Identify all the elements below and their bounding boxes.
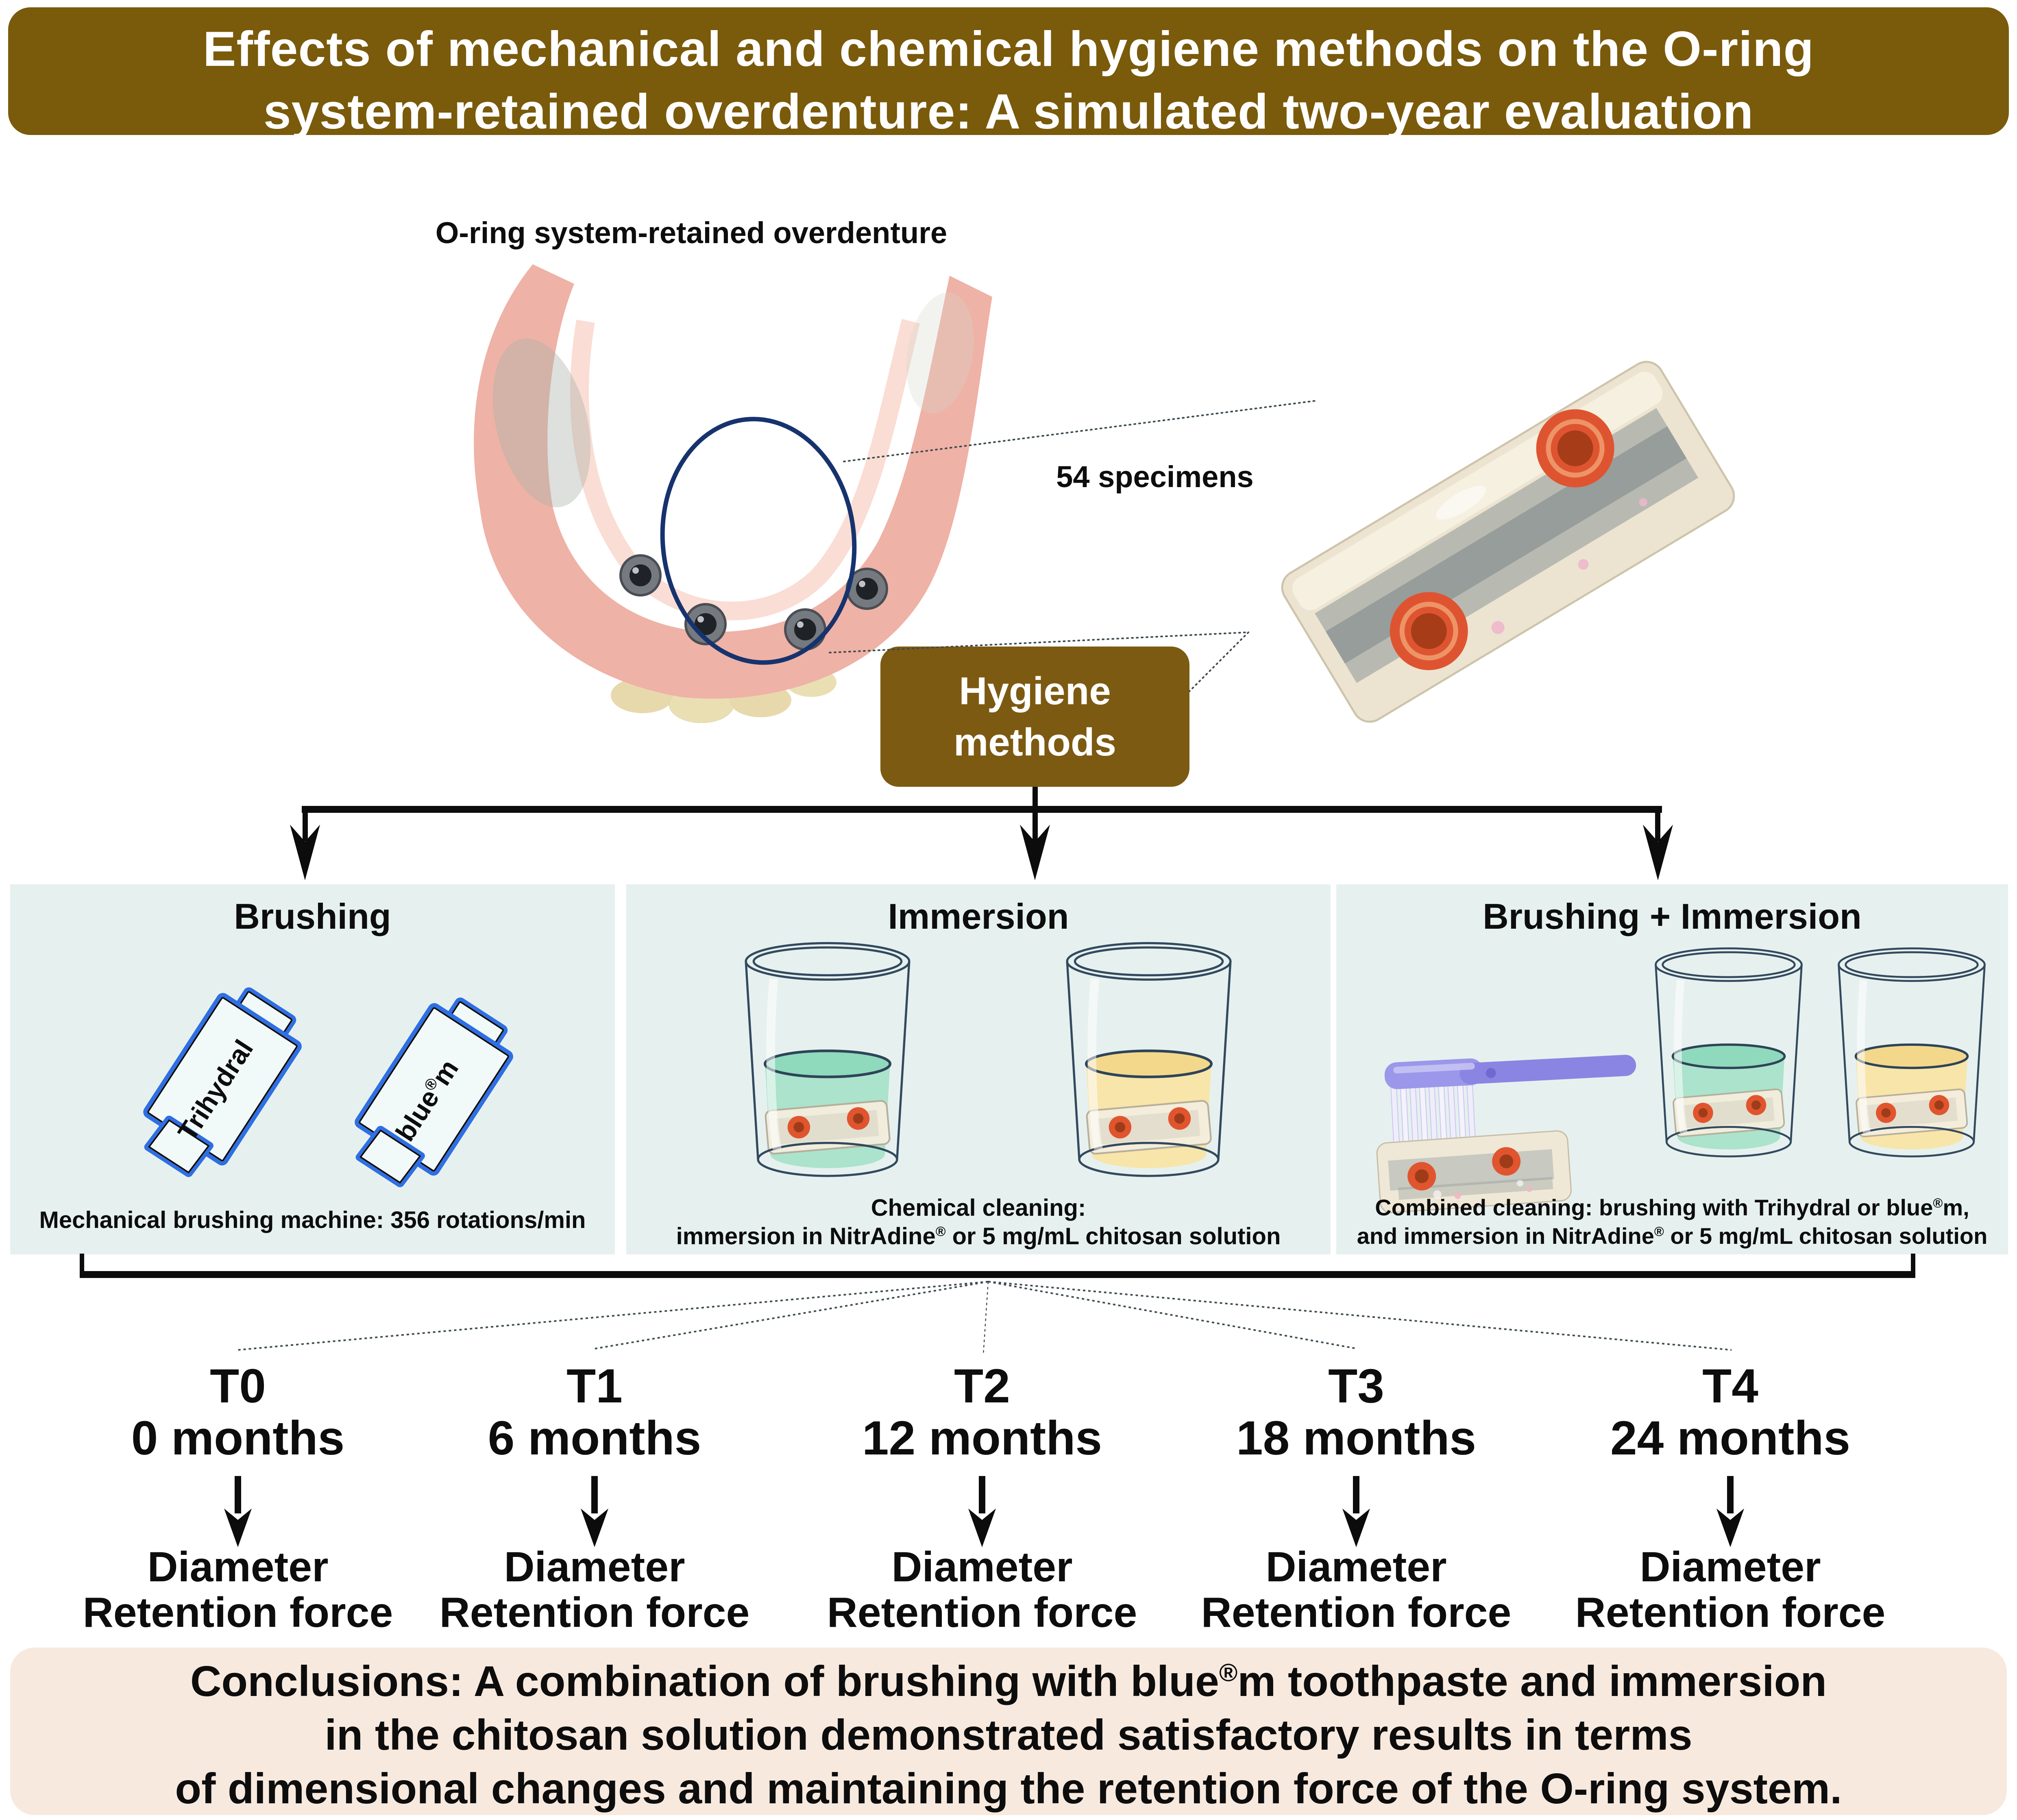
specimen-small-image xyxy=(1376,1130,1572,1213)
conclusion-line2: in the chitosan solution demonstrated sa… xyxy=(325,1711,1692,1759)
timepoint-code: T0 xyxy=(210,1359,266,1413)
arrowhead-down-icon xyxy=(1342,1509,1370,1547)
timepoint-months: 12 months xyxy=(862,1411,1102,1465)
panel-immersion-caption-line1: Chemical cleaning: xyxy=(871,1195,1086,1221)
oring-socket xyxy=(1390,592,1468,671)
timepoint-months: 6 months xyxy=(488,1411,701,1465)
bracket-and-fan xyxy=(80,1254,1915,1355)
outcome-diameter: Diameter xyxy=(1266,1544,1447,1591)
conclusion-box: Conclusions: A combination of brushing w… xyxy=(10,1648,2007,1815)
oring-socket xyxy=(1536,409,1614,488)
magnifier-circle xyxy=(660,417,857,665)
timepoint-code: T2 xyxy=(954,1359,1010,1413)
panel-combined-title: Brushing + Immersion xyxy=(1483,896,1862,936)
overdenture-image xyxy=(474,264,992,723)
arrowhead-down-icon xyxy=(1643,825,1673,880)
conclusion-line3: of dimensional changes and maintaining t… xyxy=(175,1765,1842,1813)
panel-brushing-caption: Mechanical brushing machine: 356 rotatio… xyxy=(39,1207,586,1233)
glass-nitradine-icon xyxy=(745,942,910,1177)
specimen-in-glass xyxy=(765,1100,891,1155)
outcome-retention-force: Retention force xyxy=(439,1589,750,1636)
toothpaste-tube-bluem-icon: blue®m xyxy=(327,979,535,1209)
toothpaste-tube-trihydral-icon: Trihydral xyxy=(115,969,324,1199)
timepoint-months: 24 months xyxy=(1610,1411,1851,1465)
hygiene-box-line2: methods xyxy=(953,721,1117,764)
hygiene-box-line1: Hygiene xyxy=(959,669,1111,713)
branch-arrows xyxy=(290,787,1673,880)
timepoint-months: 18 months xyxy=(1236,1411,1477,1465)
poster-title-line1: Effects of mechanical and chemical hygie… xyxy=(203,21,1814,76)
overdenture-label: O-ring system-retained overdenture xyxy=(435,216,948,250)
outcome-diameter: Diameter xyxy=(147,1544,329,1591)
toothbrush-handle xyxy=(1459,1055,1636,1084)
timepoint-code: T4 xyxy=(1702,1359,1758,1413)
panel-combined-caption-line2: and immersion in NitrAdine® or 5 mg/mL c… xyxy=(1357,1223,1988,1249)
outcome-retention-force: Retention force xyxy=(1575,1589,1886,1636)
panel-immersion-title: Immersion xyxy=(888,896,1069,936)
panel-immersion: Immersion Chemical cleaning: xyxy=(626,884,1331,1254)
panel-combined: Brushing + Immersion xyxy=(1336,884,2008,1254)
glass-chitosan-icon xyxy=(1838,947,1986,1158)
outcome-retention-force: Retention force xyxy=(827,1589,1137,1636)
outcome-diameter: Diameter xyxy=(891,1544,1073,1591)
timepoint-code: T3 xyxy=(1328,1359,1384,1413)
denture-shading xyxy=(492,338,591,507)
arrowhead-down-icon xyxy=(581,1509,608,1547)
specimen-in-glass xyxy=(1856,1089,1968,1138)
toothbrush-icon xyxy=(1384,1055,1636,1153)
specimen-image xyxy=(1281,361,1735,723)
specimens-label: 54 specimens xyxy=(1056,460,1254,494)
glass-nitradine-icon xyxy=(1655,947,1803,1158)
poster-title: Effects of mechanical and chemical hygie… xyxy=(8,18,2009,143)
poster-title-line2: system-retained overdenture: A simulated… xyxy=(263,83,1754,139)
timeline-arrows xyxy=(224,1476,1744,1547)
timepoint-months: 0 months xyxy=(131,1411,345,1465)
specimen-in-glass xyxy=(1086,1100,1212,1155)
hygiene-methods-box: Hygiene methods xyxy=(880,647,1189,787)
panel-immersion-caption-line2: immersion in NitrAdine® or 5 mg/mL chito… xyxy=(676,1223,1281,1250)
outcome-diameter: Diameter xyxy=(1640,1544,1821,1591)
glass-chitosan-icon xyxy=(1066,942,1232,1177)
timepoint-code: T1 xyxy=(566,1359,623,1413)
panel-combined-caption-line1: Combined cleaning: brushing with Trihydr… xyxy=(1375,1195,1969,1220)
title-banner: Effects of mechanical and chemical hygie… xyxy=(8,7,2009,139)
arrowhead-down-icon xyxy=(1716,1509,1744,1547)
outcome-retention-force: Retention force xyxy=(1201,1589,1512,1636)
conclusion-line1: Conclusions: A combination of brushing w… xyxy=(190,1657,1827,1705)
panel-brushing-title: Brushing xyxy=(234,896,391,936)
panel-brushing: Brushing Trihydral blue®m Mechanical bru… xyxy=(10,884,615,1254)
specimen-in-glass xyxy=(1673,1089,1785,1138)
arrowhead-down-icon xyxy=(224,1509,252,1547)
oring-attachments xyxy=(619,554,888,651)
outcome-diameter: Diameter xyxy=(504,1544,685,1591)
denture-shading-right xyxy=(906,292,974,414)
arrowhead-down-icon xyxy=(1020,825,1050,880)
outcome-retention-force: Retention force xyxy=(83,1589,393,1636)
arrowhead-down-icon xyxy=(968,1509,996,1547)
arrowhead-down-icon xyxy=(290,825,320,880)
